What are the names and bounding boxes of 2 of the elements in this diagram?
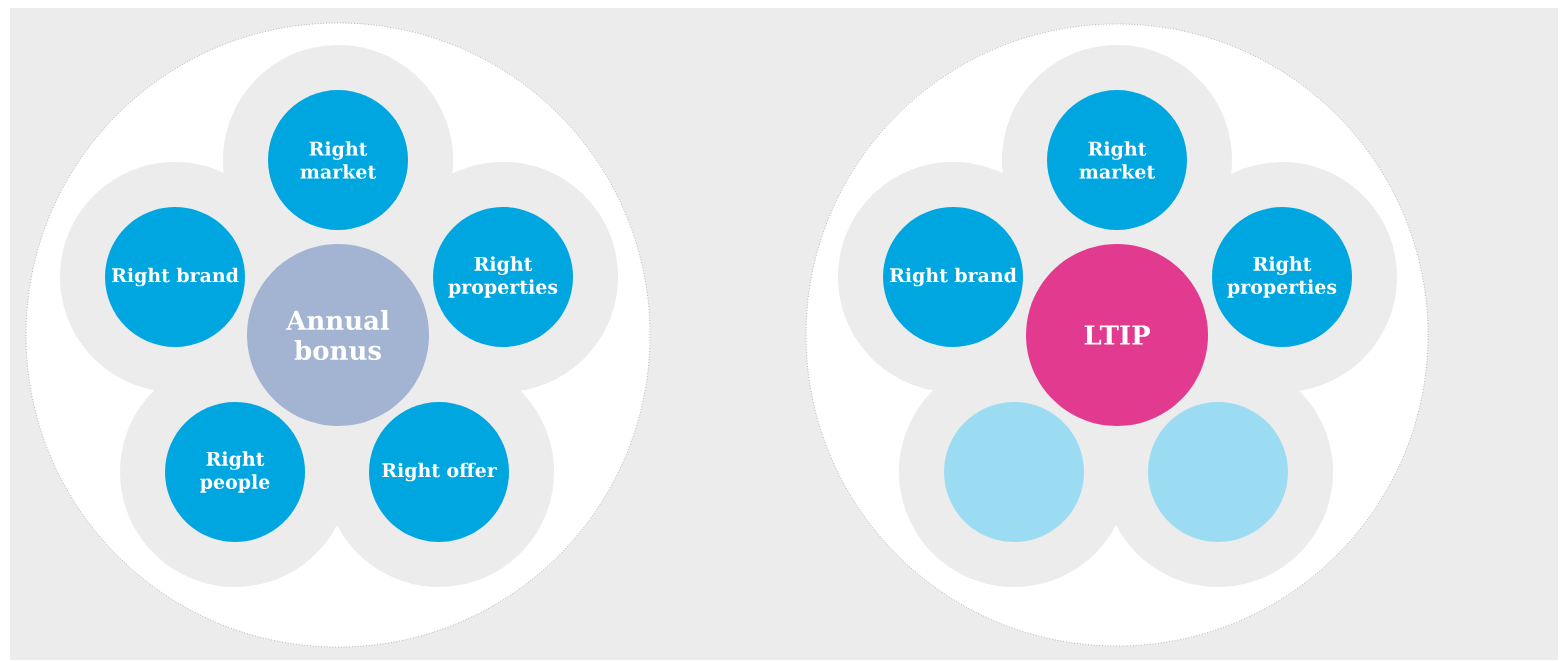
empty-circle: [1148, 402, 1288, 542]
empty-circle: [944, 402, 1084, 542]
